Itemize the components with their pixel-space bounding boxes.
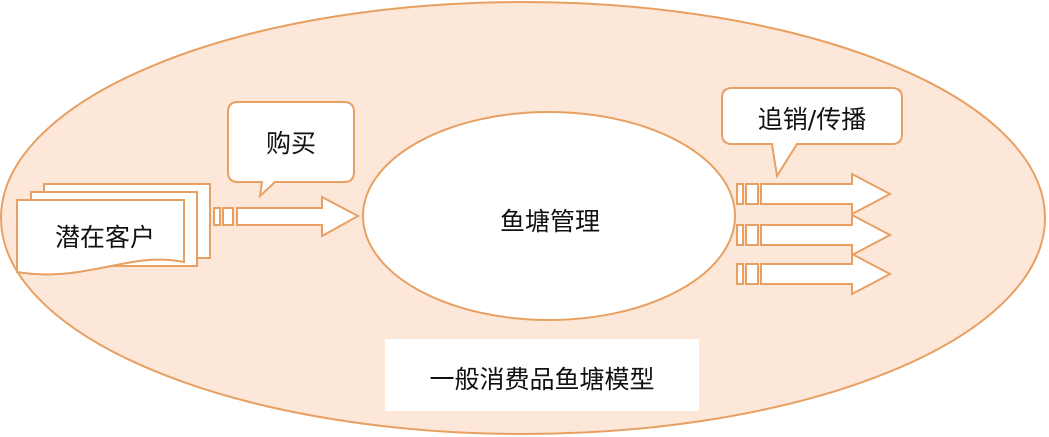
output-arrow-1 (736, 172, 893, 216)
potential-customers-label: 潜在客户 (54, 223, 155, 252)
input-arrow (213, 195, 361, 238)
pond-management-ellipse (362, 111, 736, 321)
follow-up-callout (721, 87, 903, 179)
output-arrows (736, 172, 893, 296)
title-box (385, 339, 699, 411)
buy-label: 购买 (265, 129, 316, 158)
output-arrow-3 (736, 252, 893, 296)
potential-customers-node (16, 183, 211, 276)
buy-callout (227, 101, 355, 199)
follow-up-label: 追销/传播 (757, 105, 867, 134)
output-arrow-2 (736, 213, 893, 257)
pond-management-label: 鱼塘管理 (499, 207, 600, 236)
diagram-title: 一般消费品鱼塘模型 (429, 365, 655, 394)
